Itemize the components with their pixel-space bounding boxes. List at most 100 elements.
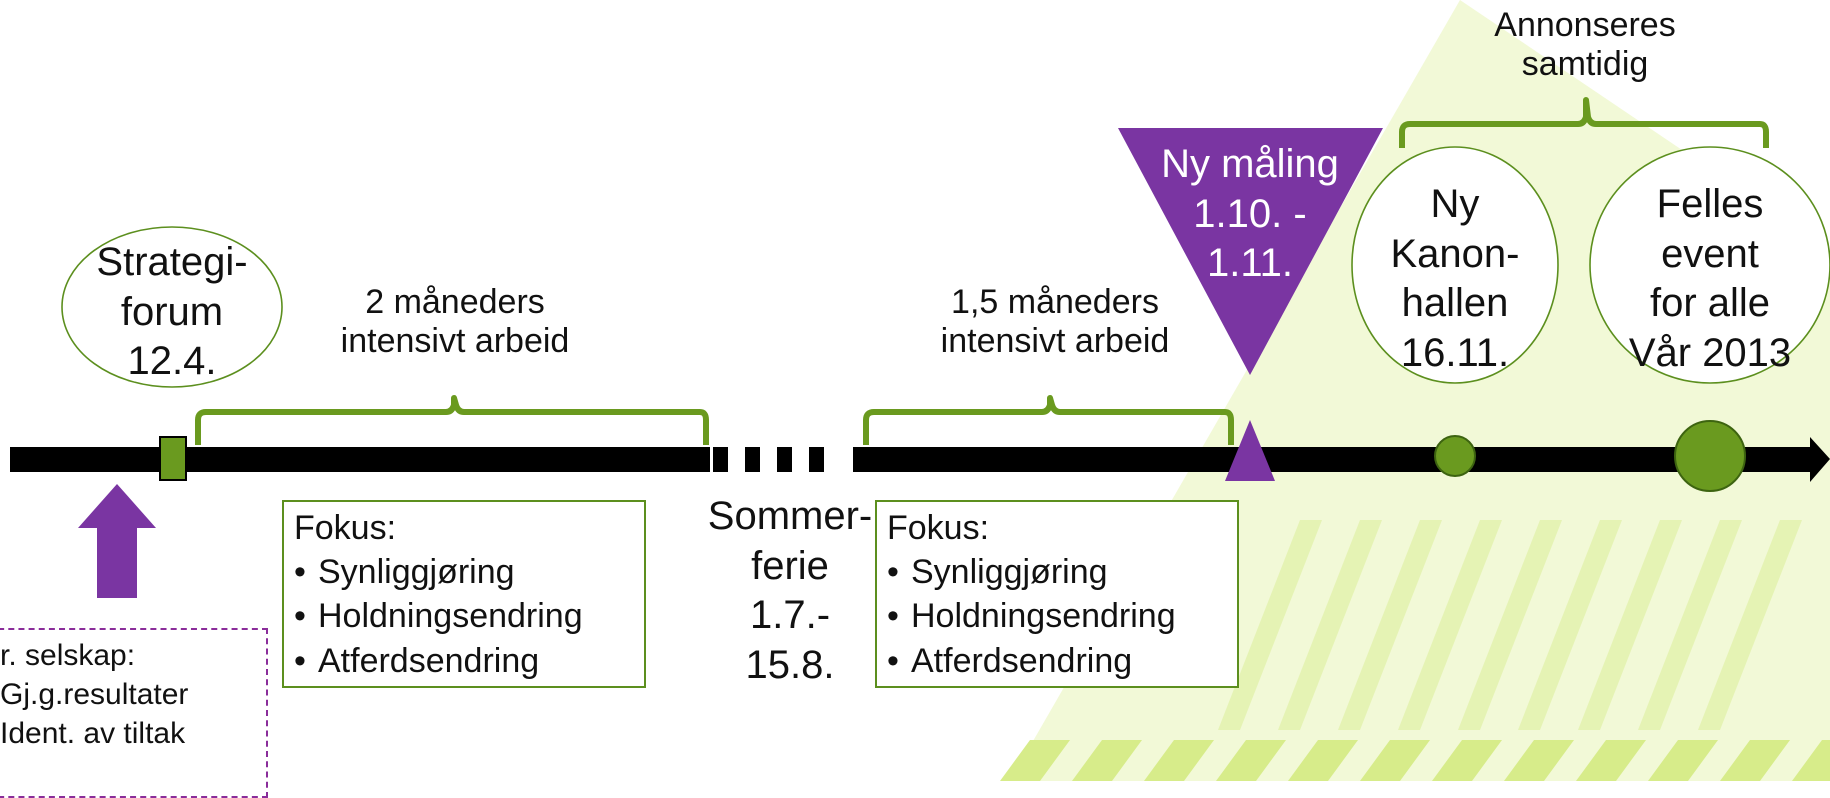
period-duration: 1,5 måneders — [951, 283, 1159, 321]
felles-event-line: for alle — [1649, 281, 1771, 326]
sommerferie-line: Sommer- — [707, 494, 873, 538]
timeline-dash — [745, 447, 760, 472]
background-stripe — [1720, 740, 1790, 781]
focus-item-label: Holdningsendring — [911, 597, 1176, 636]
background-stripe — [1144, 740, 1214, 781]
kanonhallen-line: Ny — [1430, 182, 1480, 226]
strategy-forum-date: 12.4. — [127, 339, 217, 384]
background-stripe — [1216, 740, 1286, 781]
background-stripe — [1072, 740, 1142, 781]
sommerferie-label: Sommer- ferie 1.7.- 15.8. — [690, 492, 890, 690]
focus-item-label: Holdningsendring — [318, 597, 583, 636]
annonseres-line: Annonseres — [1494, 6, 1676, 44]
first-period-label: 2 måneders intensivt arbeid — [300, 283, 610, 362]
ny-maling-triangle — [1118, 128, 1383, 375]
kanonhallen-ellipse — [1351, 146, 1559, 384]
focus-item-label: Atferdsendring — [318, 641, 540, 680]
background-stripe — [1648, 740, 1718, 781]
kanonhallen-label: Ny Kanon- hallen 16.11. — [1365, 180, 1545, 378]
company-line: Gj.g.resultater — [0, 678, 189, 711]
timeline-bar-right — [853, 447, 1813, 472]
bullet-icon: • — [887, 553, 899, 592]
up-arrow-icon — [78, 484, 156, 598]
focus-heading: Fokus: — [294, 509, 397, 547]
bullet-icon: • — [294, 641, 306, 680]
background-stripe — [1792, 740, 1830, 781]
kanonhallen-line: Kanon- — [1390, 231, 1520, 276]
felles-event-line: Felles — [1656, 182, 1764, 226]
company-line: r. selskap: — [0, 639, 136, 672]
background-streak — [1698, 520, 1802, 730]
background-streak — [1518, 520, 1622, 730]
background-stripe — [1432, 740, 1502, 781]
ny-maling-label: Ny måling 1.10. - 1.11. — [1135, 140, 1365, 289]
ny-maling-marker — [1225, 420, 1275, 481]
timeline-dash — [777, 447, 792, 472]
timeline-graphic — [10, 97, 1830, 598]
felles-event-marker — [1674, 420, 1746, 492]
felles-event-ellipse — [1589, 146, 1830, 384]
second-period-label: 1,5 måneders intensivt arbeid — [900, 283, 1210, 362]
bullet-icon: • — [294, 553, 306, 592]
timeline-dash — [809, 447, 824, 472]
kanonhallen-date: 16.11. — [1400, 330, 1510, 375]
focus-box-second: Fokus: •Synliggjøring •Holdningsendring … — [875, 500, 1239, 688]
sommerferie-date: 15.8. — [745, 642, 835, 687]
felles-event-line: event — [1661, 231, 1759, 276]
background-streak — [1338, 520, 1442, 730]
timeline-bar-left — [10, 447, 710, 472]
annonseres-label: Annonseres samtidig — [1435, 6, 1735, 85]
background-streak — [1638, 520, 1742, 730]
background-streak — [1458, 520, 1562, 730]
company-line: Ident. av tiltak — [0, 717, 186, 750]
bullet-icon: • — [887, 641, 899, 680]
focus-item: • Holdningsendring — [294, 594, 634, 638]
background-stripe — [1000, 740, 1070, 781]
focus-item-label: Synliggjøring — [318, 553, 515, 592]
felles-event-label: Felles event for alle Vår 2013 — [1600, 180, 1820, 378]
bracket-second-period — [863, 395, 1234, 445]
focus-item: • Synliggjøring — [887, 550, 1227, 594]
focus-heading: Fokus: — [887, 509, 990, 547]
kanonhallen-line: hallen — [1401, 281, 1509, 326]
bracket-first-period — [195, 395, 709, 445]
background-streak — [1218, 520, 1322, 730]
strategy-forum-label: Strategi- forum 12.4. — [72, 238, 272, 387]
background-streak — [1578, 520, 1682, 730]
ny-maling-title: Ny måling — [1161, 142, 1339, 186]
bullet-icon: • — [294, 597, 306, 636]
focus-item: • Synliggjøring — [294, 550, 634, 594]
period-description: intensivt arbeid — [940, 322, 1170, 361]
sommerferie-date: 1.7.- — [749, 593, 831, 638]
bullet-icon: • — [887, 597, 899, 636]
background-stripe — [1360, 740, 1430, 781]
ny-maling-date: 1.11. — [1207, 241, 1293, 286]
background-streak — [1278, 520, 1382, 730]
strategy-forum-line: forum — [120, 289, 224, 334]
period-duration: 2 måneders — [365, 283, 545, 321]
timeline-dash — [713, 447, 728, 472]
company-box: r. selskap: Gj.g.resultater Ident. av ti… — [0, 628, 268, 798]
strategy-forum-marker — [159, 436, 187, 481]
background-stripe — [1576, 740, 1646, 781]
annonseres-line: samtidig — [1521, 45, 1649, 84]
timeline-arrowhead — [1810, 437, 1830, 482]
focus-item-label: Atferdsendring — [911, 641, 1133, 680]
background-stripe — [1288, 740, 1358, 781]
ny-maling-date: 1.10. - — [1193, 191, 1307, 236]
background-stripe — [1504, 740, 1574, 781]
felles-event-date: Vår 2013 — [1628, 330, 1792, 375]
period-description: intensivt arbeid — [340, 322, 570, 361]
focus-item: • Holdningsendring — [887, 594, 1227, 638]
kanonhallen-marker — [1434, 435, 1476, 477]
bracket-annonseres — [1399, 97, 1769, 148]
focus-item: • Atferdsendring — [887, 639, 1227, 683]
strategy-forum-line: Strategi- — [96, 240, 248, 284]
background-streak — [1398, 520, 1502, 730]
sommerferie-line: ferie — [751, 543, 829, 588]
focus-item-label: Synliggjøring — [911, 553, 1108, 592]
focus-item: • Atferdsendring — [294, 639, 634, 683]
focus-box-first: Fokus: •Synliggjøring •Holdningsendring … — [282, 500, 646, 688]
strategy-forum-ellipse — [61, 226, 283, 388]
